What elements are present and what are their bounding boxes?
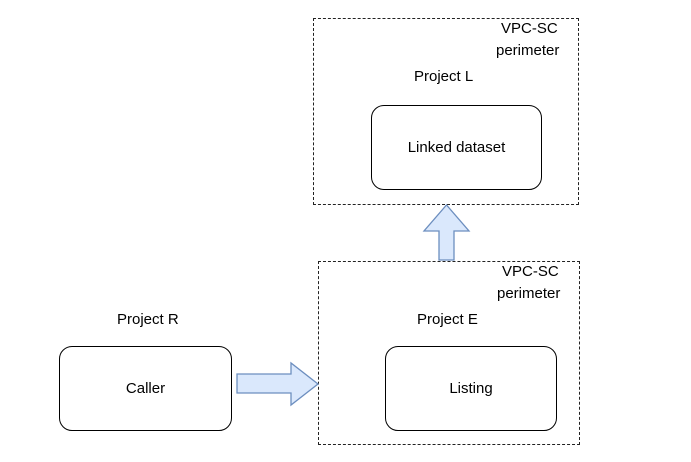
listing-node[interactable]: Listing: [385, 346, 557, 431]
perimeter-bottom-label-1: VPC-SC: [502, 263, 559, 280]
perimeter-top-label-2: perimeter: [496, 42, 560, 59]
project-e-label: Project E: [417, 311, 478, 328]
arrow-up-icon: [422, 204, 471, 261]
linked-dataset-node[interactable]: Linked dataset: [371, 105, 542, 190]
vpc-sc-perimeter-bottom: [318, 261, 580, 445]
arrow-right-icon: [236, 361, 320, 407]
caller-node[interactable]: Caller: [59, 346, 232, 431]
perimeter-top-label-1: VPC-SC: [501, 20, 558, 37]
vpc-sc-perimeter-top: [313, 18, 579, 205]
project-r-label: Project R: [117, 311, 179, 328]
perimeter-bottom-label-2: perimeter: [497, 285, 561, 302]
project-l-label: Project L: [414, 68, 474, 85]
